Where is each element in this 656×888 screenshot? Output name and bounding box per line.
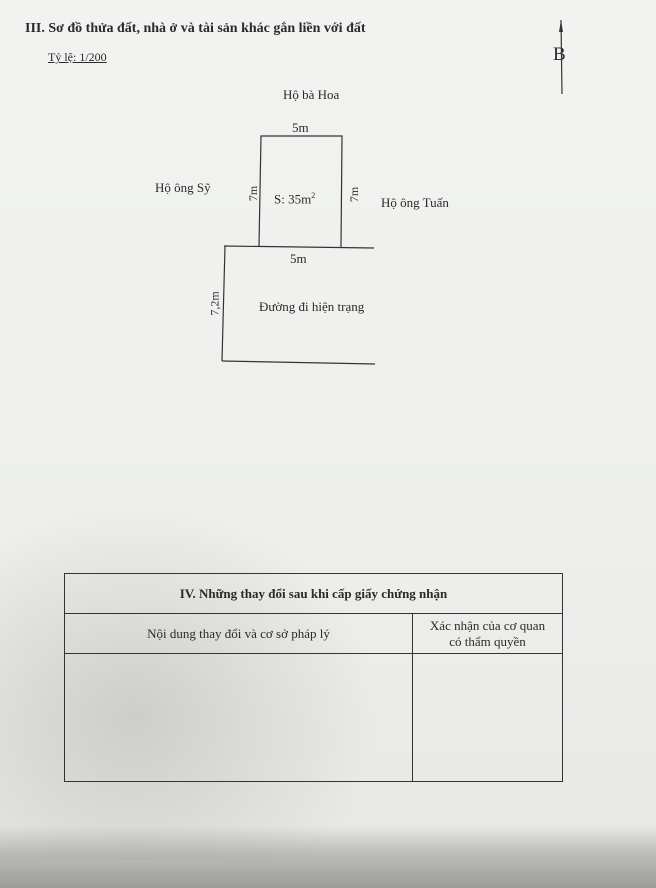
section-4-title: IV. Những thay đổi sau khi cấp giấy chứn… (64, 573, 563, 614)
section-3-title: III. Sơ đồ thửa đất, nhà ở và tài sản kh… (25, 21, 366, 36)
east-neighbor: Hộ ông Tuấn (381, 195, 449, 210)
road-left-edge (221, 245, 226, 362)
north-arrow (560, 19, 563, 95)
area-unit-sup: 2 (311, 191, 316, 200)
col2-line2: có thẩm quyền (449, 633, 526, 649)
plot-road-boundary (223, 245, 375, 249)
area-value: S: 35m (274, 191, 312, 207)
north-neighbor: Hộ bà Hoa (283, 87, 340, 102)
north-label: B (553, 44, 566, 65)
west-neighbor: Hộ ông Sỹ (155, 180, 211, 195)
plot-outline (258, 135, 343, 248)
bottom-width: 5m (290, 251, 307, 266)
north-arrow-head (559, 20, 563, 32)
plot-area: S: 35m2 (274, 191, 315, 207)
col2-line1: Xác nhận của cơ quan (429, 617, 546, 633)
left-length: 7m (246, 185, 261, 202)
right-length: 7m (347, 186, 362, 203)
road-bottom-edge (221, 360, 376, 365)
road-label: Đường đi hiện trạng (259, 299, 365, 314)
confirmation-cell (412, 653, 563, 782)
changes-table: IV. Những thay đổi sau khi cấp giấy chứn… (64, 573, 563, 782)
road-length: 7,2m (207, 291, 222, 316)
scale-label: Tỷ lệ: 1/200 (48, 50, 107, 64)
content-cell (64, 653, 413, 782)
col-header-content: Nội dung thay đổi và cơ sở pháp lý (64, 613, 413, 654)
top-width: 5m (292, 120, 309, 135)
